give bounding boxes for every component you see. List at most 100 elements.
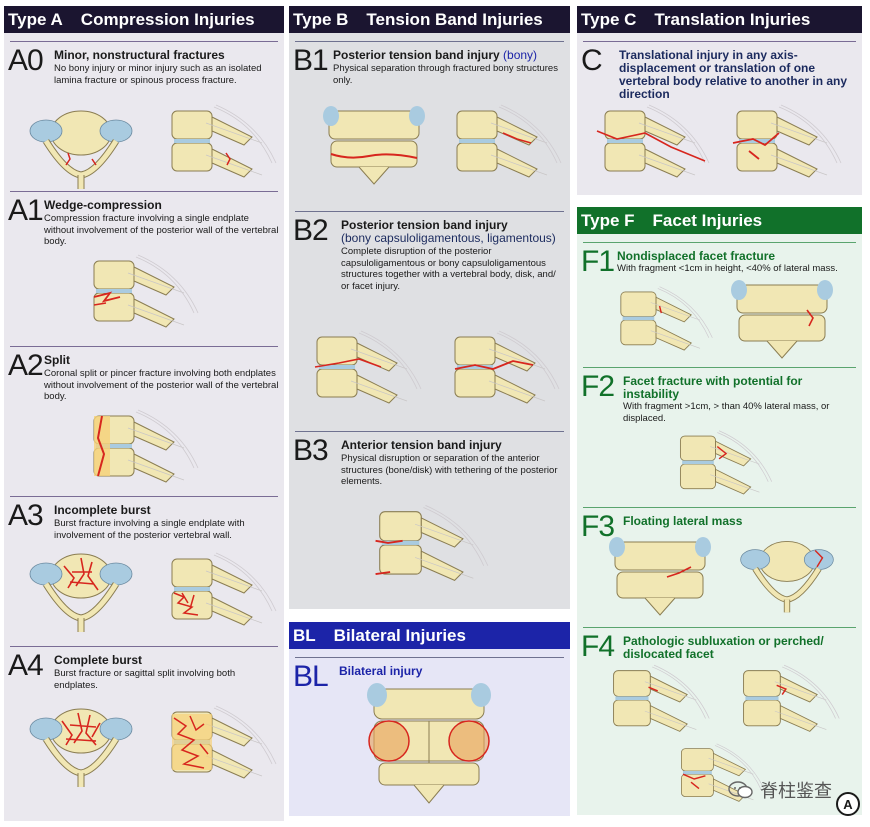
watermark: 脊柱鉴查: [728, 777, 832, 803]
type-c-column: Type C Translation Injuries C Translatio…: [577, 6, 862, 815]
type-b-tag: Type B: [293, 9, 349, 29]
type-b-title: Tension Band Injuries: [366, 9, 543, 29]
bl-section: BL Bilateral injury: [289, 657, 570, 812]
a3-code: A3: [8, 499, 44, 532]
b1-title: Posterior tension band injury (bony): [333, 49, 565, 62]
a4-title: Complete burst: [54, 653, 143, 667]
type-bl-title: Bilateral Injuries: [333, 625, 466, 645]
type-a-title: Compression Injuries: [80, 9, 255, 29]
f3-coronal-spine-illustration: [608, 536, 712, 616]
type-f-header: Type F Facet Injuries: [577, 207, 862, 234]
f2-title: Facet fracture with potential for instab…: [623, 374, 803, 401]
c-lateral-spine-illustration-left: [596, 104, 710, 178]
bl-title: Bilateral injury: [339, 664, 423, 678]
a0-lateral-spine-illustration: [171, 104, 277, 178]
f4-lateral-spine-illustration-left: [613, 664, 710, 732]
type-bl-tag: BL: [293, 625, 316, 645]
b1-coronal-spine-illustration: [322, 105, 426, 185]
type-a-panel: A0 Minor, nonstructural fractures No bon…: [4, 33, 284, 821]
a2-description: Coronal split or pincer fracture involvi…: [44, 368, 279, 402]
type-f-tag: Type F: [581, 210, 635, 230]
a0-axial-vertebra-illustration: [26, 103, 136, 195]
type-f-block: Type F Facet Injuries F1 Nondisplaced fa…: [577, 207, 862, 815]
b2-title: Posterior tension band injury: [341, 218, 508, 232]
c-section: C Translational injury in any axis-displ…: [577, 41, 862, 193]
a4-description: Burst fracture or sagittal split involvi…: [54, 668, 236, 691]
type-bl-panel: BL Bilateral injury: [289, 649, 570, 816]
a3-axial-vertebra-illustration: [26, 546, 136, 638]
a2-section: A2 Split Coronal split or pincer fractur…: [4, 346, 284, 496]
c-title: Translational injury in any axis-displac…: [619, 48, 848, 101]
type-c-tag: Type C: [581, 9, 637, 29]
f4-lateral-spine-illustration-right: [743, 664, 840, 732]
b2-lateral-spine-illustration-left: [314, 330, 422, 404]
b1-section: B1 Posterior tension band injury (bony) …: [289, 41, 570, 211]
type-c-header: Type C Translation Injuries: [577, 6, 862, 33]
f1-title: Nondisplaced facet fracture: [617, 249, 776, 263]
b1-title-main: Posterior tension band injury: [333, 48, 500, 62]
c-lateral-spine-illustration-right: [732, 104, 842, 178]
a1-section: A1 Wedge-compression Compression fractur…: [4, 191, 284, 346]
f4-title: Pathologic subluxation or perched/ dislo…: [623, 634, 824, 661]
type-c-panel: C Translational injury in any axis-displ…: [577, 33, 862, 195]
type-a-header: Type A Compression Injuries: [4, 6, 284, 33]
type-f-panel: F1 Nondisplaced facet fracture With frag…: [577, 234, 862, 815]
a1-code: A1: [8, 194, 44, 227]
a1-lateral-spine-illustration: [93, 254, 199, 328]
type-b-panel: B1 Posterior tension band injury (bony) …: [289, 33, 570, 609]
b3-title: Anterior tension band injury: [341, 438, 502, 452]
a3-section: A3 Incomplete burst Burst fracture invol…: [4, 496, 284, 646]
wechat-icon: [728, 781, 753, 799]
a3-lateral-spine-illustration: [171, 552, 277, 626]
a1-title: Wedge-compression: [44, 198, 162, 212]
a2-lateral-spine-illustration: [93, 409, 199, 483]
f2-description: With fragment >1cm, > than 40% lateral m…: [623, 401, 830, 424]
b2-description: Complete disruption of the posterior cap…: [341, 246, 556, 292]
b3-code: B3: [293, 434, 329, 467]
b2-subtitle: (bony capsuloligamentous, ligamentous): [341, 231, 556, 245]
f4-code: F4: [581, 630, 615, 663]
bl-code: BL: [293, 660, 329, 693]
a3-description: Burst fracture involving a single endpla…: [54, 518, 245, 541]
a4-axial-vertebra-illustration: [26, 701, 136, 793]
a2-title: Split: [44, 353, 70, 367]
bl-posterior-spine-illustration: [367, 683, 491, 804]
b1-description: Physical separation through fractured bo…: [333, 63, 558, 86]
type-b-column: Type B Tension Band Injuries B1 Posterio…: [289, 6, 570, 816]
a2-code: A2: [8, 349, 44, 382]
a4-section: A4 Complete burst Burst fracture or sagi…: [4, 646, 284, 816]
f1-section: F1 Nondisplaced facet fracture With frag…: [577, 242, 862, 367]
f3-code: F3: [581, 510, 615, 543]
b2-section: B2 Posterior tension band injury (bony c…: [289, 211, 570, 431]
a0-code: A0: [8, 44, 44, 77]
f2-code: F2: [581, 370, 615, 403]
f4-lateral-spine-illustration-bottom: [681, 743, 765, 802]
a0-description: No bony injury or minor injury such as a…: [54, 63, 262, 86]
c-code: C: [581, 44, 603, 77]
f2-lateral-spine-illustration: [679, 430, 773, 495]
b3-description: Physical disruption or separation of the…: [341, 453, 558, 487]
a1-description: Compression fracture involving a single …: [44, 213, 279, 247]
a3-title: Incomplete burst: [54, 503, 151, 517]
watermark-text: 脊柱鉴查: [760, 781, 832, 801]
a4-lateral-spine-illustration: [171, 705, 277, 779]
f2-section: F2 Facet fracture with potential for ins…: [577, 367, 862, 507]
f1-coronal-spine-illustration: [730, 279, 834, 359]
f3-title: Floating lateral mass: [623, 514, 743, 528]
f4-section: F4 Pathologic subluxation or perched/ di…: [577, 627, 862, 812]
f3-section: F3 Floating lateral mass: [577, 507, 862, 627]
type-bl-header: BL Bilateral Injuries: [289, 622, 570, 649]
f3-axial-vertebra-illustration: [737, 533, 837, 619]
a4-code: A4: [8, 649, 44, 682]
type-b-header: Type B Tension Band Injuries: [289, 6, 570, 33]
b3-lateral-spine-illustration: [375, 504, 489, 581]
a0-section: A0 Minor, nonstructural fractures No bon…: [4, 41, 284, 191]
type-a-tag: Type A: [8, 9, 63, 29]
b2-code: B2: [293, 214, 329, 247]
figure-panel-label: A: [836, 792, 860, 816]
b2-lateral-spine-illustration-right: [454, 330, 560, 404]
a0-title: Minor, nonstructural fractures: [54, 48, 225, 62]
type-c-title: Translation Injuries: [654, 9, 811, 29]
b1-lateral-spine-illustration: [456, 104, 562, 178]
b3-section: B3 Anterior tension band injury Physical…: [289, 431, 570, 609]
